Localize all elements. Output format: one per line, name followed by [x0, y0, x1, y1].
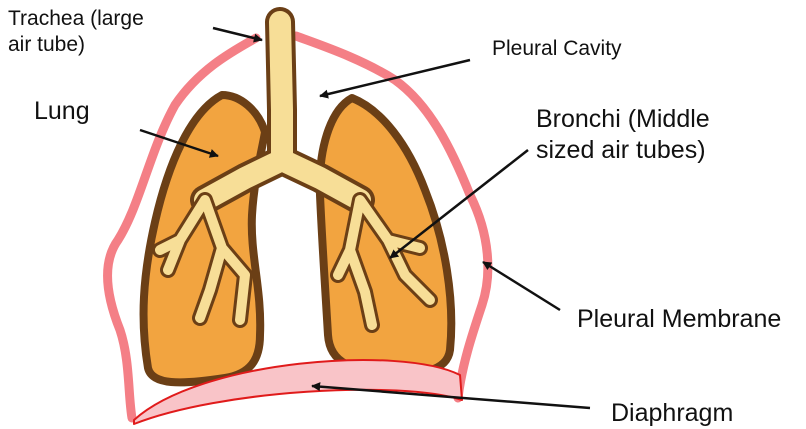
trachea-label-line1: Trachea (large — [8, 6, 144, 32]
bronchi-label-line1: Bronchi (Middle — [536, 104, 710, 135]
trachea-label-line2: air tube) — [8, 32, 144, 58]
trachea-label: Trachea (large air tube) — [8, 6, 144, 59]
bronchi-label-line2: sized air tubes) — [536, 135, 710, 166]
pleural-membrane-label: Pleural Membrane — [577, 304, 781, 335]
lung-label: Lung — [34, 96, 90, 127]
diaphragm-label: Diaphragm — [611, 398, 733, 429]
pleural-membrane-arrow — [483, 262, 560, 310]
pleural-cavity-arrow — [320, 60, 470, 96]
bronchi-label: Bronchi (Middle sized air tubes) — [536, 104, 710, 167]
pleural-cavity-label: Pleural Cavity — [492, 36, 622, 62]
